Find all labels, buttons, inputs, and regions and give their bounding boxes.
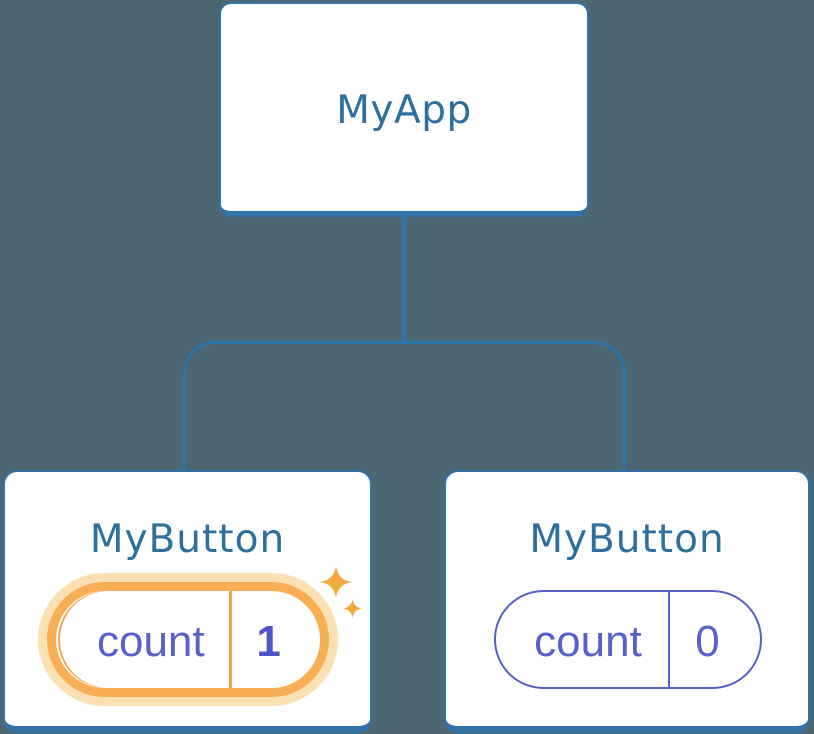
connector-branch [182,340,626,472]
node-title: MyButton [89,516,286,562]
state-label: count [496,591,670,687]
state-pill: count 0 [494,589,762,689]
node-mybutton-left: MyButton count 1 [3,469,372,733]
node-title: MyButton [529,516,725,562]
node-myapp: MyApp [219,2,589,217]
state-label: count [56,590,233,688]
sparkle-icon [320,565,352,598]
state-pill-highlighted: count 1 [47,581,329,697]
state-value: 0 [695,616,720,666]
state-value: 1 [256,616,281,666]
node-mybutton-right: MyButton count 0 [444,469,810,733]
sparkle-icon [343,598,362,618]
node-title: MyApp [336,88,472,133]
connector-root-stem [402,212,406,344]
